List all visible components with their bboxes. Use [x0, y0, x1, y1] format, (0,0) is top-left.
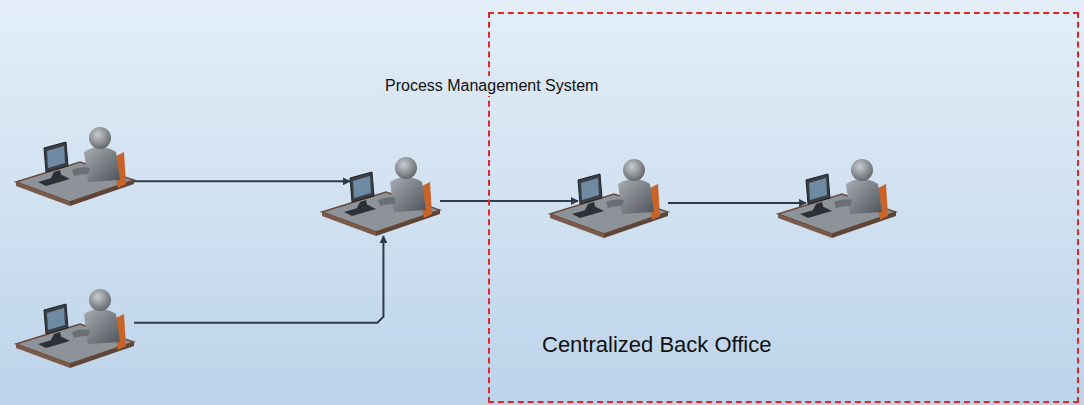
workstation-node — [320, 152, 442, 238]
workstation-node — [548, 154, 670, 240]
back-office-region: Centralized Back Office — [488, 12, 1079, 403]
system-label: Process Management System — [382, 76, 601, 96]
workstation-node — [776, 154, 898, 240]
person-at-desk — [320, 152, 442, 238]
person-at-desk — [14, 284, 136, 370]
person-at-desk — [14, 122, 136, 208]
flow-arrow — [668, 202, 806, 204]
person-at-desk — [776, 154, 898, 240]
region-title: Centralized Back Office — [542, 332, 771, 358]
person-at-desk — [548, 154, 670, 240]
workstation-node — [14, 122, 136, 208]
flow-arrow — [440, 200, 578, 202]
workstation-node — [14, 284, 136, 370]
flow-arrow — [134, 180, 350, 182]
flow-arrow — [134, 236, 383, 323]
